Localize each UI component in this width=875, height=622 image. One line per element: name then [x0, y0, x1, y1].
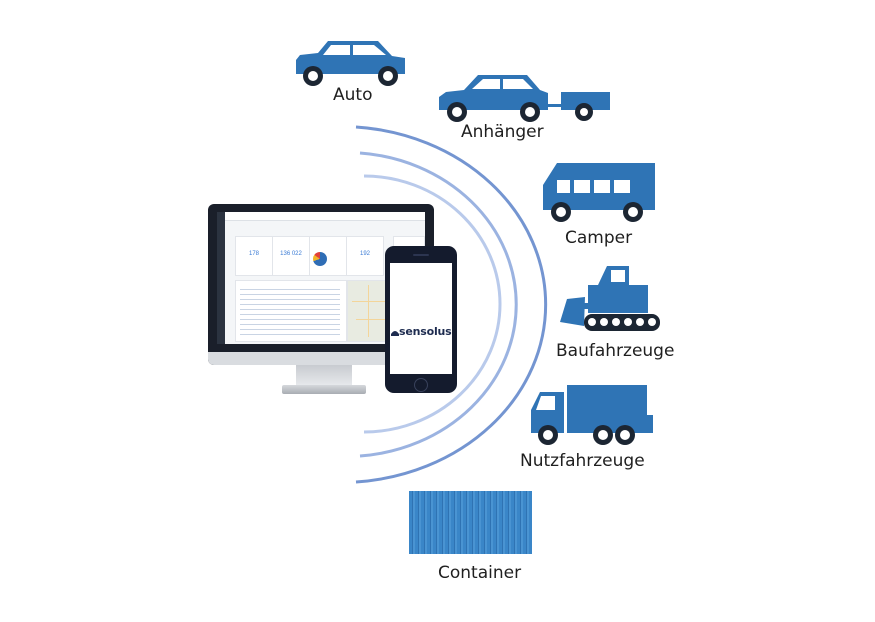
- kpi-card: 192: [346, 236, 384, 276]
- label-anhaenger: Anhänger: [461, 122, 544, 142]
- dashboard-topbar: [225, 212, 425, 221]
- kpi-value: 192: [359, 251, 370, 257]
- sensolus-logo-icon: [391, 331, 399, 336]
- label-camper: Camper: [565, 228, 633, 248]
- monitor-neck: [296, 365, 352, 387]
- bulldozer-icon: [560, 266, 660, 331]
- truck-icon: [531, 385, 653, 445]
- phone-speaker: [413, 254, 429, 256]
- monitor-foot: [282, 385, 366, 394]
- dashboard-pie-chart: [313, 252, 327, 266]
- car-icon: [296, 41, 405, 86]
- phone-screen: sensolus: [390, 263, 452, 374]
- smartphone: sensolus: [385, 246, 457, 393]
- wave-outer: [355, 125, 548, 484]
- camper-icon: [543, 163, 655, 222]
- label-container: Container: [438, 563, 522, 583]
- dashboard-sidebar: [217, 212, 225, 344]
- label-baufahrzeuge: Baufahrzeuge: [556, 341, 675, 361]
- phone-home-button: [414, 378, 428, 392]
- wave-inner: [363, 174, 502, 434]
- monitor-chin: [208, 352, 434, 365]
- shipping-container-icon: [409, 491, 532, 554]
- label-nutzfahrzeuge: Nutzfahrzeuge: [520, 451, 645, 471]
- car-with-trailer-icon: [439, 75, 610, 122]
- kpi-value: 136 022: [280, 251, 302, 257]
- label-auto: Auto: [333, 85, 373, 105]
- wave-middle: [359, 151, 518, 458]
- dashboard-list: [235, 280, 347, 342]
- kpi-value: 178: [248, 251, 259, 257]
- brand-name: sensolus: [399, 325, 452, 338]
